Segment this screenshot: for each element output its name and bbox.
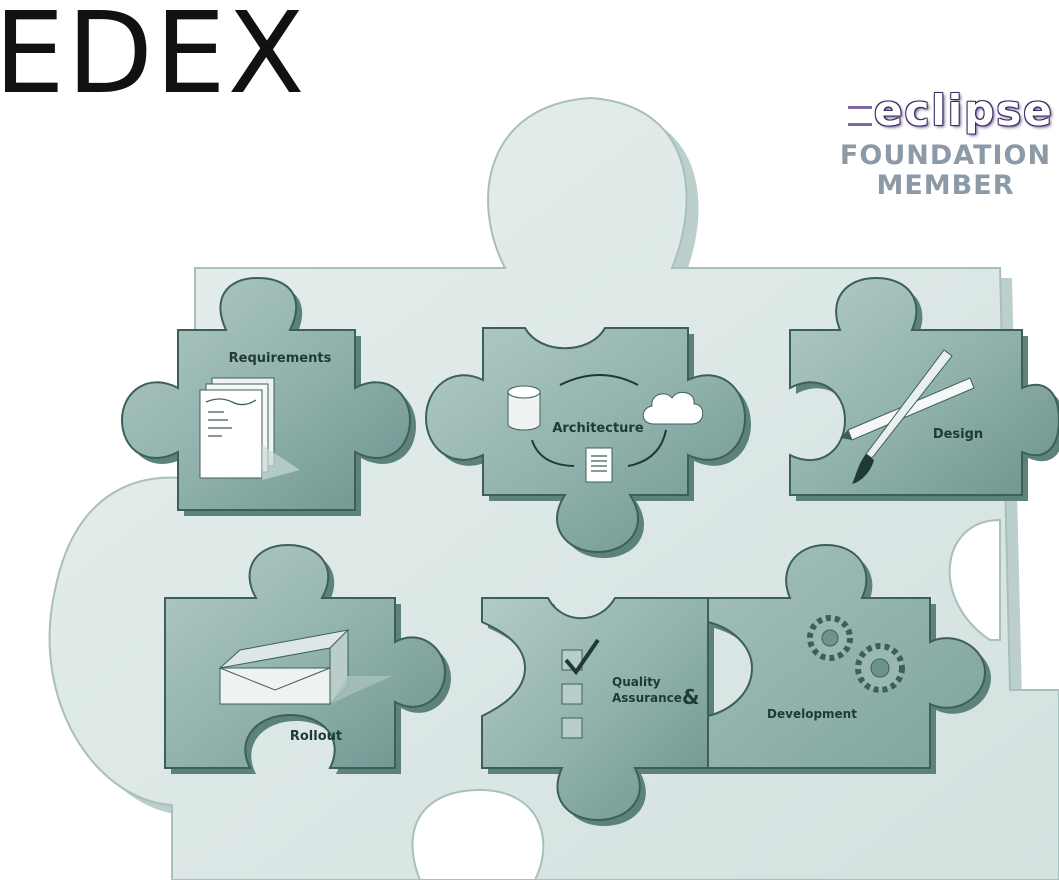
- gears-icon: [807, 615, 905, 693]
- logo-line-foundation: FOUNDATION: [839, 140, 1052, 171]
- checklist-icon: [561, 638, 600, 739]
- package-box-icon: [218, 628, 392, 706]
- document-icon: [585, 447, 613, 483]
- quality-label: Quality: [612, 675, 661, 689]
- rollout-piece: Rollout: [164, 543, 451, 774]
- logo-stripes-icon: [848, 106, 872, 126]
- document-stack-icon: [199, 377, 300, 480]
- logo-wordmark: eclipse: [874, 86, 1054, 135]
- architecture-piece: Architecture: [424, 327, 751, 558]
- development-piece: Development: [707, 543, 991, 774]
- requirements-label: Requirements: [229, 351, 332, 366]
- requirements-piece: Requirements: [120, 276, 416, 516]
- rollout-label: Rollout: [290, 729, 342, 744]
- quality-assurance-piece: Quality Assurance &: [481, 597, 714, 826]
- ampersand-label: &: [682, 685, 699, 709]
- assurance-label: Assurance: [612, 691, 682, 705]
- paintbrush-icon: [852, 349, 953, 484]
- logo-line-member: MEMBER: [876, 170, 1015, 201]
- database-icon: [507, 385, 541, 431]
- design-piece: Design: [789, 276, 1059, 501]
- cloud-icon: [642, 391, 704, 425]
- eclipse-foundation-logo: eclipse FOUNDATION MEMBER: [832, 80, 1059, 201]
- flow-arrows-icon: [531, 374, 667, 467]
- design-label: Design: [933, 427, 983, 442]
- page-title: EDEX: [0, 0, 307, 119]
- architecture-label: Architecture: [552, 421, 644, 436]
- checkmark-icon: [564, 638, 600, 676]
- development-label: Development: [767, 707, 857, 721]
